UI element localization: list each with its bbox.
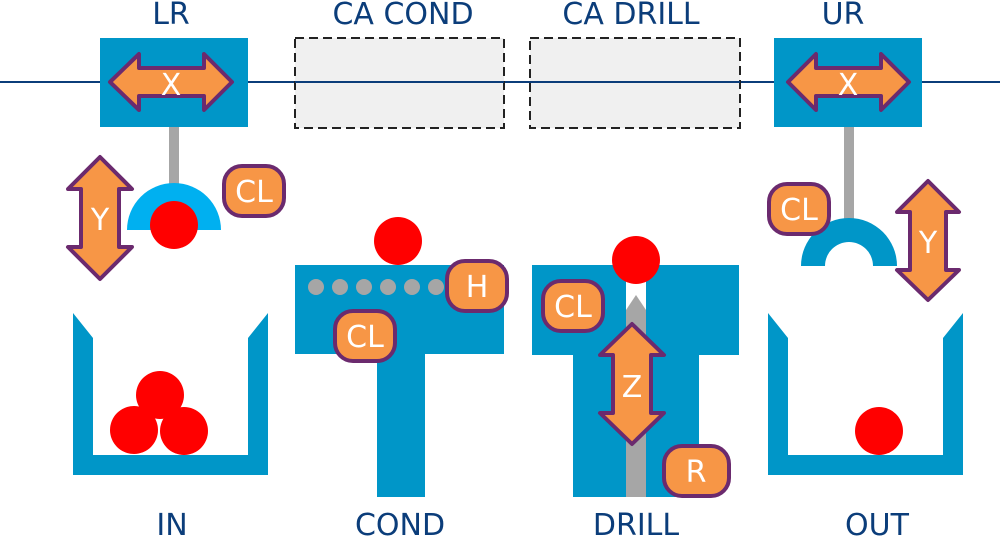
cond-post [377,354,425,497]
cond-station: H CL [295,217,509,497]
lr-robot[interactable]: X Y CL [66,38,286,281]
heater-dot [404,279,420,295]
heater-dot [428,279,444,295]
label-lr: LR [152,0,190,32]
part-in-lr-gripper [150,201,198,249]
lr-rod [169,127,179,185]
ur-clamp-badge[interactable] [767,182,831,236]
lr-x-arrow-icon [108,52,234,112]
ur-rod [844,127,854,219]
part-in-3 [160,407,208,455]
heater-dot [308,279,324,295]
cond-heater-badge[interactable] [445,259,509,313]
ur-y-label: Y [918,226,938,261]
label-drill: DRILL [593,508,680,537]
drill-clamp-badge[interactable] [541,279,605,333]
lr-y-arrow-icon [66,155,134,281]
heater-elements [308,279,444,295]
part-drill [612,236,660,284]
drill-station: CL Z R [532,236,739,498]
heater-dot [332,279,348,295]
label-cond: COND [355,508,445,537]
ur-x-arrow-icon [786,52,911,112]
ur-y-arrow-icon [895,179,961,302]
lr-y-label: Y [90,203,110,238]
in-container [73,313,268,475]
cond-clamp-label: CL [346,320,384,355]
part-in-1 [136,371,184,419]
part-in-2 [110,406,158,454]
ur-clamp-label: CL [780,193,818,228]
drill-rotate-badge[interactable] [662,444,731,498]
label-ur: UR [822,0,865,32]
cond-heater-label: H [466,270,489,305]
part-out [855,407,903,455]
lr-clamp-label: CL [235,175,273,210]
label-in: IN [156,508,187,537]
drill-z-arrow-icon [598,322,666,446]
out-bin [768,313,963,475]
drill-rotate-label: R [686,455,707,490]
out-container [768,313,963,475]
lr-x-label: X [161,68,182,103]
lr-clamp-badge[interactable] [222,164,286,218]
heater-dot [356,279,372,295]
heater-dot [380,279,396,295]
label-ca-cond: CA COND [332,0,473,32]
drill-clamp-label: CL [554,290,592,325]
label-ca-drill: CA DRILL [562,0,700,32]
cond-clamp-badge[interactable] [333,309,397,363]
part-cond [374,217,422,265]
in-bin [73,313,268,475]
ur-robot[interactable]: X CL Y [767,38,961,302]
ur-x-label: X [838,68,859,103]
label-out: OUT [845,508,910,537]
drill-z-label: Z [622,370,643,405]
